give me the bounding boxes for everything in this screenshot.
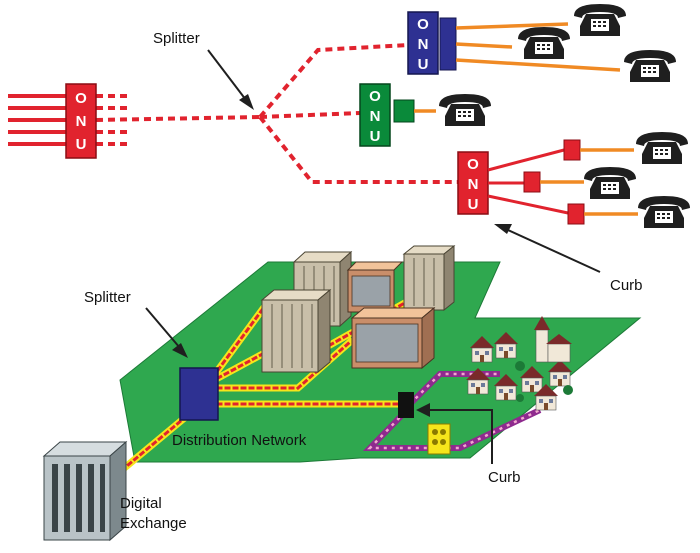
- onu-left-letter-u: U: [76, 136, 87, 153]
- onu-curb-letter-n: N: [468, 176, 479, 193]
- onu-green-letter-o: O: [369, 88, 381, 105]
- building: [346, 261, 404, 313]
- onu-curb: O N U: [457, 151, 489, 215]
- yellow-distribution-paths: [105, 295, 415, 485]
- phone-icon: [624, 50, 676, 82]
- phone-icon: [574, 4, 626, 36]
- bottom-curb-label: Curb: [488, 469, 521, 486]
- phone-icon: [636, 132, 688, 164]
- phone-icon: [584, 167, 636, 199]
- top-curb-label: Curb: [610, 277, 643, 294]
- top-splitter-label: Splitter: [153, 30, 200, 47]
- top-fttc-diagram: O N U Splitter O N U O N U: [8, 4, 690, 294]
- blue-copper-drops: [455, 22, 621, 72]
- top-splitter-arrow: [207, 49, 254, 110]
- split-fibers: [258, 43, 458, 184]
- building: [402, 244, 456, 312]
- bottom-splitter-label: Splitter: [84, 289, 131, 306]
- bottom-curb-arrow: [416, 403, 493, 464]
- onu-blue-letter-n: N: [418, 36, 429, 53]
- residential-houses: [465, 316, 573, 411]
- bottom-network-diagram: Splitter Distribution Network Curb: [42, 244, 642, 542]
- phone-icon: [518, 27, 570, 59]
- onu-left-letter-n: N: [76, 113, 87, 130]
- bottom-curb-box: [398, 392, 414, 418]
- onu-left: O N U: [65, 83, 97, 159]
- onu-left-letter-o: O: [75, 90, 87, 107]
- building: [260, 288, 332, 374]
- exchange-label-line2: Exchange: [120, 515, 187, 532]
- building: [350, 306, 436, 370]
- curb-drops: [487, 139, 638, 225]
- input-fibers: [8, 94, 66, 146]
- onu-curb-letter-o: O: [467, 156, 479, 173]
- digital-exchange-building: [42, 440, 128, 542]
- onu-blue-letter-u: U: [418, 56, 429, 73]
- onu-green-letter-n: N: [370, 108, 381, 125]
- onu-blue: O N U: [407, 11, 457, 75]
- onu-output-fibers: [95, 94, 261, 146]
- onu-curb-letter-u: U: [468, 196, 479, 213]
- church-icon: [534, 316, 572, 363]
- top-curb-arrow: [494, 224, 601, 273]
- onu-blue-letter-o: O: [417, 16, 429, 33]
- exchange-label-line1: Digital: [120, 495, 162, 512]
- office-buildings: [260, 244, 456, 374]
- distribution-network-label: Distribution Network: [172, 432, 307, 449]
- pedestal-icon: [427, 423, 451, 455]
- phone-icon: [439, 94, 491, 126]
- phone-icon: [638, 196, 690, 228]
- onu-green: O N U: [359, 83, 415, 147]
- onu-green-letter-u: U: [370, 128, 381, 145]
- bottom-splitter-box: [179, 367, 219, 421]
- bottom-splitter-arrow: [145, 307, 188, 358]
